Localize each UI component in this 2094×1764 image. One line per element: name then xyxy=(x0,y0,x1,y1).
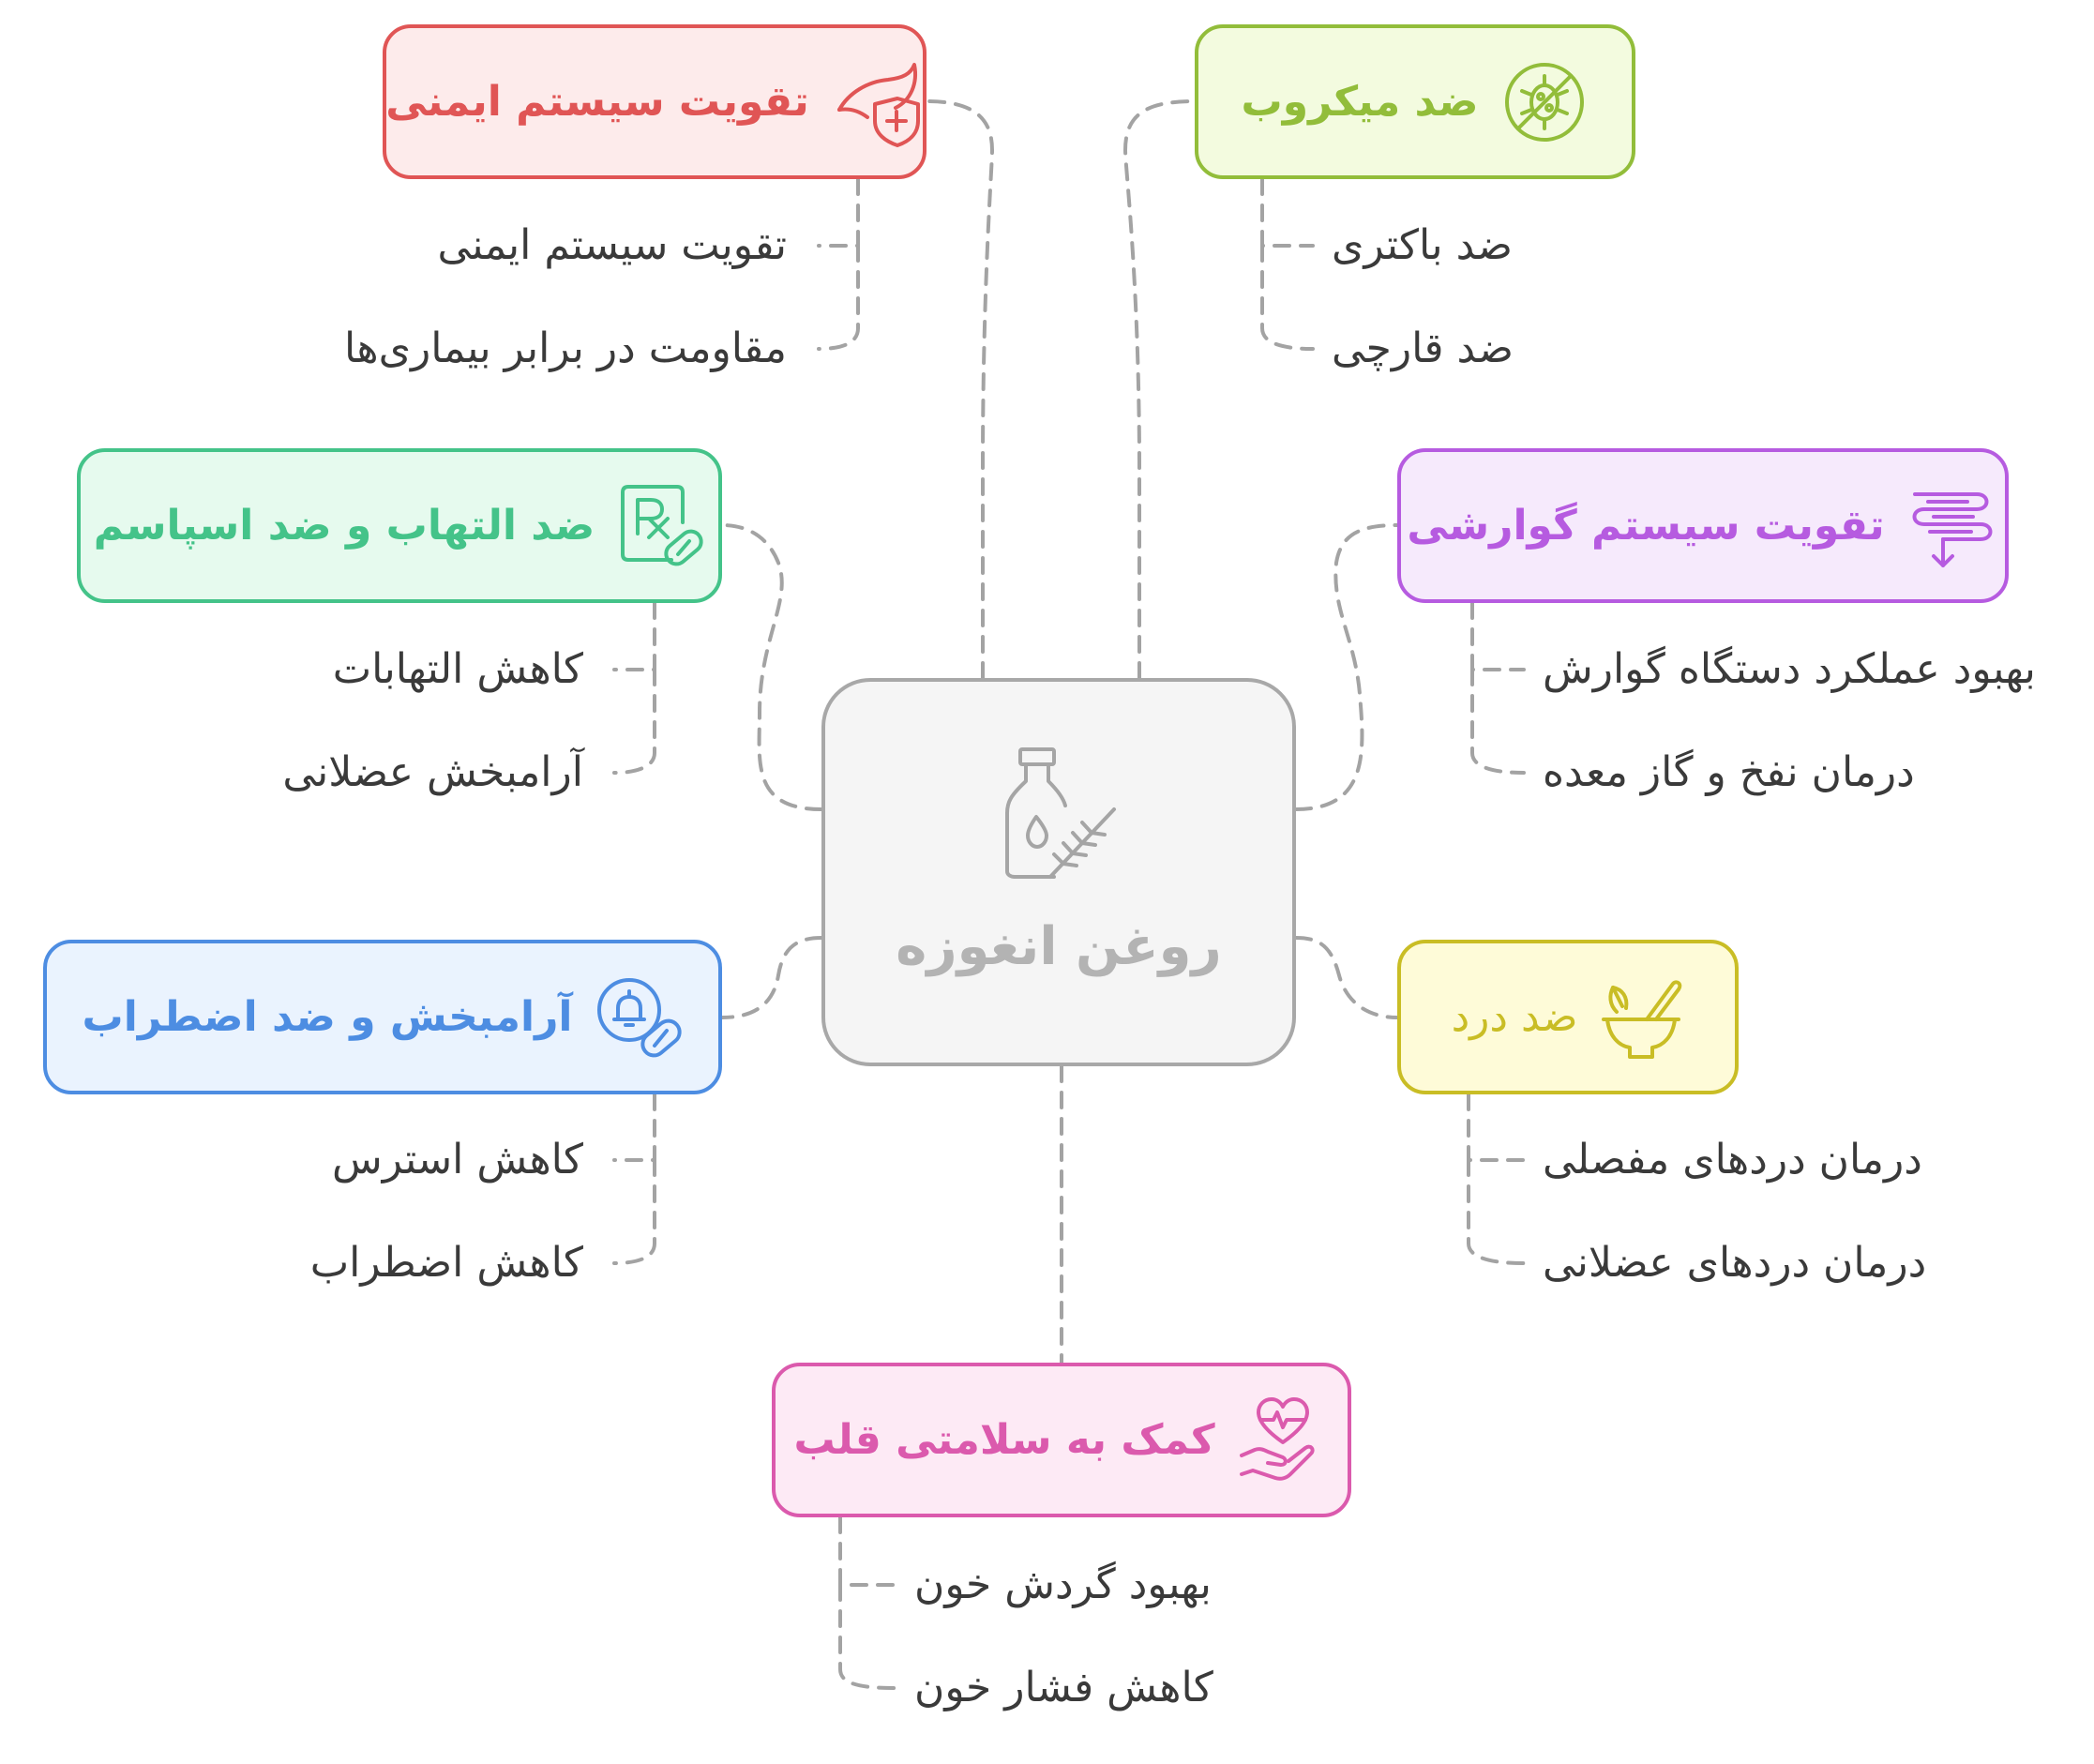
leaf-painkiller-1: درمان دردهای مفصلی xyxy=(1543,1136,1922,1184)
center-node[interactable]: روغن انغوزه xyxy=(821,678,1296,1066)
branch-antimicrobial[interactable]: ضد میکروب xyxy=(1195,24,1635,179)
branch-sedative-title: آرامبخش و ضد اضطراب xyxy=(82,993,573,1041)
oil-bottle-herb-icon xyxy=(992,744,1133,888)
leaf-antiinflammatory-2: آرامبخش عضلانی xyxy=(282,748,583,796)
leaf-digestive-1: بهبود عملکرد دستگاه گوارش xyxy=(1543,645,2036,693)
branch-digestive[interactable]: تقویت سیستم گوارشی xyxy=(1397,448,2009,603)
branch-digestive-title: تقویت سیستم گوارشی xyxy=(1407,502,1885,550)
mortar-pestle-icon xyxy=(1598,972,1684,1063)
branch-immune-title: تقویت سیستم ایمنی xyxy=(385,78,809,126)
virus-no-icon xyxy=(1499,57,1589,147)
leaf-digestive-2: درمان نفخ و گاز معده xyxy=(1543,748,1915,796)
alarm-pill-icon xyxy=(594,972,684,1063)
prescription-pill-icon xyxy=(615,481,705,571)
branch-immune[interactable]: تقویت سیستم ایمنی xyxy=(383,24,926,179)
branch-antiinflammatory[interactable]: ضد التهاب و ضد اسپاسم xyxy=(77,448,722,603)
branch-sedative[interactable]: آرامبخش و ضد اضطراب xyxy=(43,940,722,1094)
leaf-heart-1: بهبود گردش خون xyxy=(914,1560,1212,1608)
leaf-antimicrobial-1: ضد باکتری xyxy=(1332,221,1514,269)
leaf-sedative-1: کاهش استرس xyxy=(332,1136,583,1184)
hand-leaf-shield-icon xyxy=(830,55,924,149)
branch-antiinflammatory-title: ضد التهاب و ضد اسپاسم xyxy=(93,502,595,550)
branch-antimicrobial-title: ضد میکروب xyxy=(1241,78,1479,126)
center-title: روغن انغوزه xyxy=(896,916,1222,977)
leaf-sedative-2: کاهش اضطراب xyxy=(309,1239,583,1287)
leaf-antimicrobial-2: ضد قارچی xyxy=(1332,324,1514,372)
branch-painkiller-title: ضد درد xyxy=(1451,993,1578,1041)
leaf-immune-1: تقویت سیستم ایمنی xyxy=(437,221,787,269)
leaf-heart-2: کاهش فشار خون xyxy=(914,1664,1213,1711)
digestion-flow-icon xyxy=(1906,481,1999,571)
branch-painkiller[interactable]: ضد درد xyxy=(1397,940,1739,1094)
leaf-antiinflammatory-1: کاهش التهابات xyxy=(332,645,583,693)
leaf-immune-2: مقاومت در برابر بیماری‌ها xyxy=(344,324,787,372)
hand-heart-pulse-icon xyxy=(1236,1395,1330,1485)
leaf-painkiller-2: درمان دردهای عضلانی xyxy=(1543,1239,1927,1287)
branch-heart[interactable]: کمک به سلامتی قلب xyxy=(772,1363,1351,1517)
branch-heart-title: کمک به سلامتی قلب xyxy=(793,1416,1215,1464)
